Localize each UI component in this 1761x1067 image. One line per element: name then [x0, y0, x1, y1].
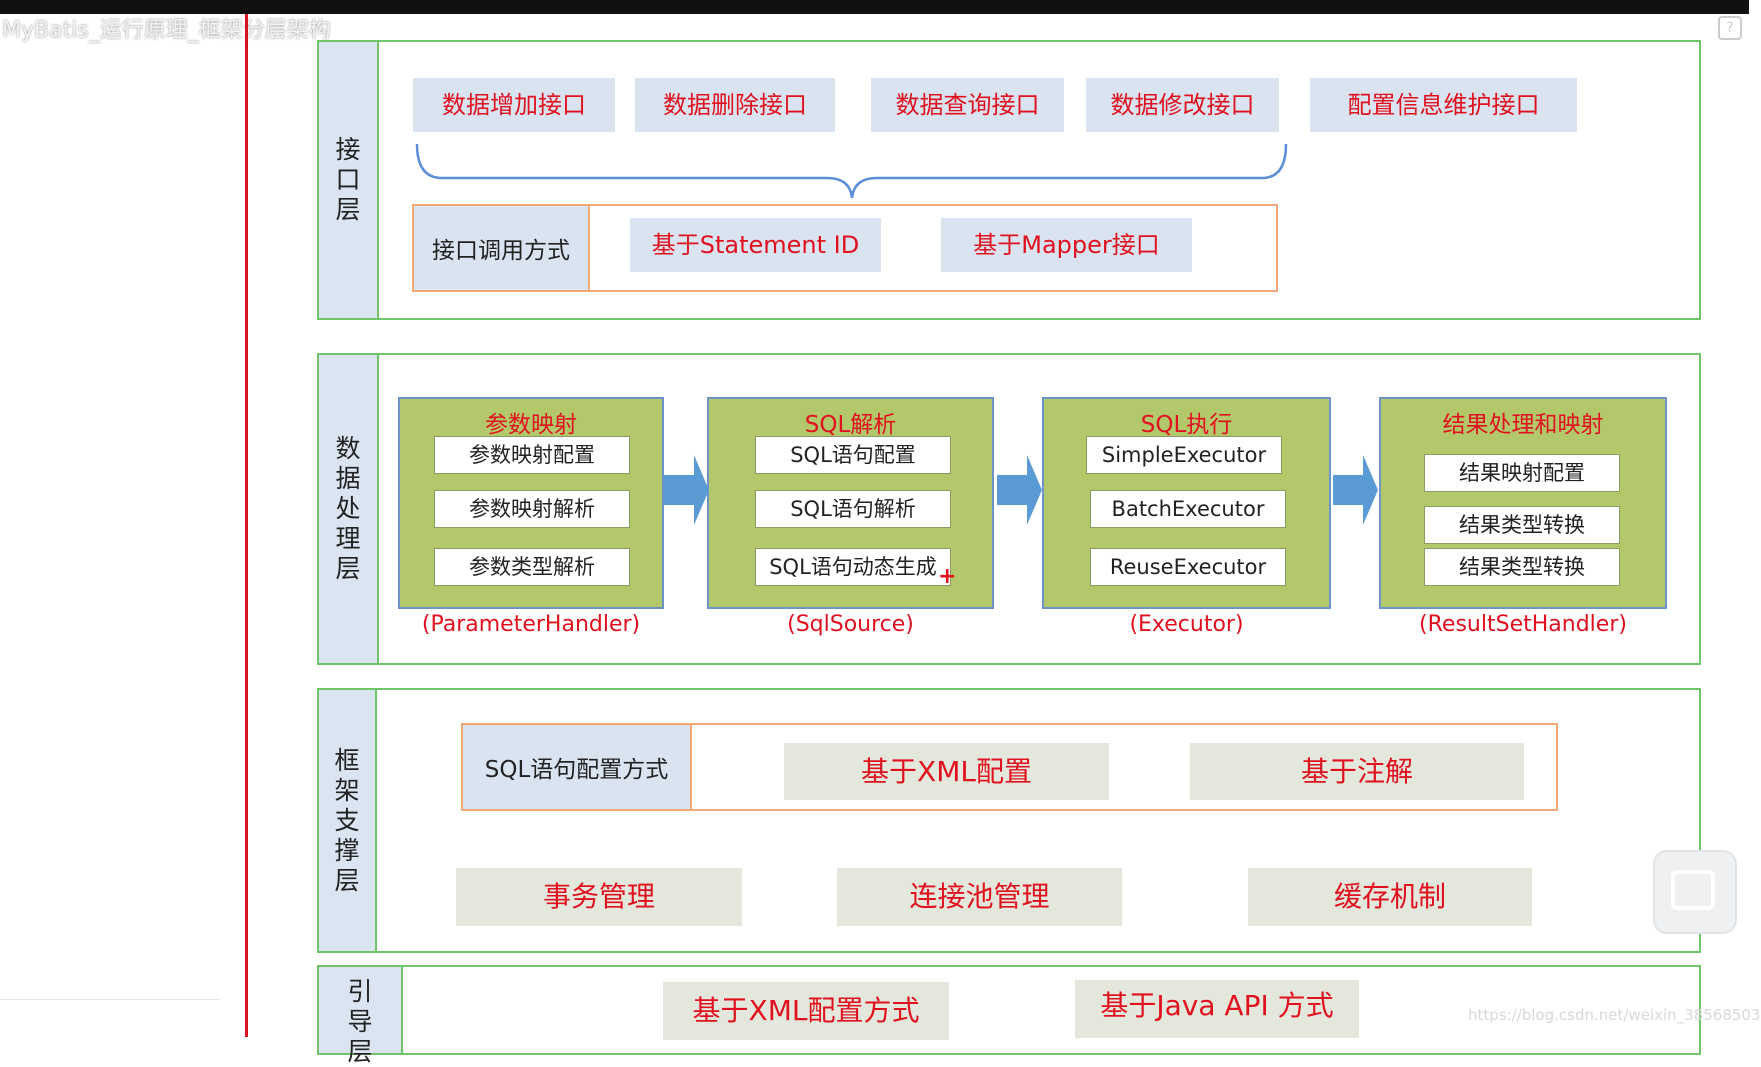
invoke-method-label: 接口调用方式 [414, 206, 590, 290]
service-transaction: 事务管理 [456, 868, 742, 926]
module-item: SQL语句配置 [755, 436, 951, 474]
module-title: SQL解析 [804, 412, 897, 438]
data-layer-label-text: 数据处理层 [335, 434, 361, 583]
module-title: 参数映射 [485, 412, 577, 438]
module-result-mapping: 结果处理和映射 结果映射配置 结果类型转换 结果类型转换 [1379, 397, 1667, 609]
boot-layer-label-text: 引导层 [347, 977, 373, 1066]
watermark: https://blog.csdn.net/weixin_38568503 [1468, 1006, 1761, 1024]
flow-arrow-icon [664, 455, 709, 525]
boot-layer-label: 引导层 [319, 967, 403, 1066]
framework-layer-label-text: 框架支撑层 [334, 745, 360, 895]
module-sql-parse: SQL解析 SQL语句配置 SQL语句解析 SQL语句动态生成 [707, 397, 994, 609]
api-add: 数据增加接口 [413, 78, 615, 132]
framework-layer-label: 框架支撑层 [319, 690, 377, 951]
module-item: 参数映射配置 [434, 436, 630, 474]
curly-brace [415, 143, 1288, 199]
cursor-plus-icon: + [938, 564, 957, 589]
service-connection-pool: 连接池管理 [837, 868, 1122, 926]
module-caption: (SqlSource) [787, 612, 914, 637]
module-item: SimpleExecutor [1086, 436, 1282, 474]
boot-layer: 引导层 [317, 965, 1701, 1066]
module-sql-execute: SQL执行 SimpleExecutor BatchExecutor Reuse… [1042, 397, 1331, 609]
module-caption: (ParameterHandler) [421, 612, 641, 637]
sql-config-annotation: 基于注解 [1190, 743, 1524, 800]
api-config-maintain: 配置信息维护接口 [1310, 78, 1577, 132]
module-item: 结果类型转换 [1424, 548, 1620, 586]
video-title: MyBatis_运行原理_框架分层架构 [2, 18, 331, 43]
module-item: 参数类型解析 [434, 548, 630, 586]
api-delete: 数据删除接口 [635, 78, 835, 132]
boot-java-api: 基于Java API 方式 [1075, 980, 1359, 1038]
left-panel [0, 14, 245, 1037]
module-caption: (ResultSetHandler) [1419, 612, 1627, 637]
floating-widget-icon[interactable] [1653, 850, 1737, 934]
flow-arrow-icon [1333, 455, 1378, 525]
service-cache: 缓存机制 [1248, 868, 1532, 926]
module-item: SQL语句解析 [755, 490, 951, 528]
red-margin-line [245, 14, 248, 1037]
boot-xml: 基于XML配置方式 [663, 982, 949, 1040]
invoke-statement-id: 基于Statement ID [630, 218, 881, 272]
data-layer-label: 数据处理层 [319, 355, 379, 663]
module-item: 结果映射配置 [1424, 454, 1620, 492]
module-item: 结果类型转换 [1424, 506, 1620, 544]
interface-layer-label: 接口层 [319, 42, 379, 318]
module-item: BatchExecutor [1090, 490, 1286, 528]
sql-config-label: SQL语句配置方式 [463, 725, 692, 809]
flow-arrow-icon [997, 455, 1042, 525]
module-caption: (Executor) [1129, 612, 1244, 637]
video-top-bar [0, 0, 1749, 14]
invoke-mapper-interface: 基于Mapper接口 [941, 218, 1192, 272]
widget-inner-icon [1671, 870, 1715, 910]
module-title: 结果处理和映射 [1442, 412, 1604, 438]
module-item: ReuseExecutor [1090, 548, 1286, 586]
interface-layer-label-text: 接口层 [335, 135, 361, 224]
help-icon[interactable]: ? [1718, 16, 1742, 40]
left-panel-divider [0, 999, 220, 1000]
api-update: 数据修改接口 [1086, 78, 1279, 132]
module-parameter-mapping: 参数映射 参数映射配置 参数映射解析 参数类型解析 [398, 397, 664, 609]
module-item: 参数映射解析 [434, 490, 630, 528]
sql-config-xml: 基于XML配置 [784, 743, 1109, 800]
module-title: SQL执行 [1140, 412, 1233, 438]
module-item: SQL语句动态生成 [755, 548, 951, 586]
api-query: 数据查询接口 [871, 78, 1064, 132]
